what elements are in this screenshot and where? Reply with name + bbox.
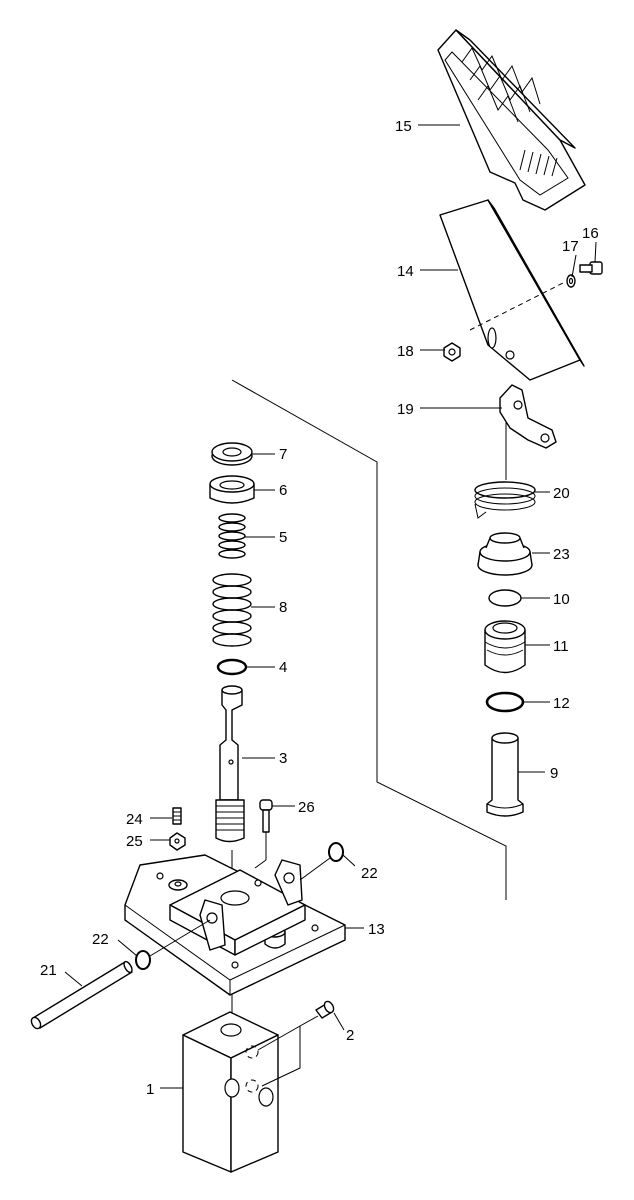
part-19-cam-link <box>499 384 557 449</box>
part-23-boot <box>477 532 533 576</box>
callout-labels: 15 14 17 16 18 19 20 23 10 11 12 9 7 6 5… <box>40 118 599 1098</box>
callout-10: 10 <box>553 591 570 608</box>
callout-8: 8 <box>279 599 287 616</box>
part-15-pedal-pad <box>437 29 586 211</box>
part-22-retaining-ring-left <box>135 950 151 970</box>
part-14-pedal-arm <box>439 199 585 381</box>
callout-9: 9 <box>550 765 558 782</box>
part-18-nut <box>443 342 461 362</box>
callout-19: 19 <box>397 401 414 418</box>
assembly-guide-line <box>231 379 507 900</box>
part-10-o-ring <box>488 589 522 607</box>
part-20-return-spring <box>474 481 536 519</box>
callout-24: 24 <box>126 811 143 828</box>
callout-7: 7 <box>279 446 287 463</box>
callout-5: 5 <box>279 529 287 546</box>
callout-26: 26 <box>298 799 315 816</box>
callout-20: 20 <box>553 485 570 502</box>
callout-14: 14 <box>397 263 414 280</box>
part-17-washer <box>566 274 576 288</box>
plug-dashed-path <box>261 1015 319 1087</box>
callout-3: 3 <box>279 750 287 767</box>
callout-25: 25 <box>126 833 143 850</box>
part-11-guide-bushing <box>484 620 526 674</box>
callout-21: 21 <box>40 962 57 979</box>
part-25-lock-nut <box>169 832 186 851</box>
callout-22-right: 22 <box>361 865 378 882</box>
part-7-washer <box>211 442 253 466</box>
callout-11: 11 <box>553 638 569 655</box>
part-21-pivot-pin <box>30 960 133 1030</box>
callout-4: 4 <box>279 659 287 676</box>
callout-13: 13 <box>368 921 385 938</box>
part-8-outer-spring <box>212 573 252 647</box>
callout-16: 16 <box>582 225 599 242</box>
leader-lines <box>64 124 597 1089</box>
pin-axis-line-right <box>299 857 331 881</box>
callout-12: 12 <box>553 695 570 712</box>
callout-22-left: 22 <box>92 931 109 948</box>
callout-23: 23 <box>553 546 570 563</box>
part-13-base-plate <box>124 854 346 996</box>
part-2-plug <box>315 1000 335 1019</box>
part-16-bolt <box>579 261 603 275</box>
part-24-set-screw <box>172 807 182 825</box>
callout-15: 15 <box>395 118 412 135</box>
part-4-ring <box>216 658 248 676</box>
part-22-retaining-ring-right <box>328 842 344 862</box>
part-12-o-ring <box>485 691 525 713</box>
callout-6: 6 <box>279 482 287 499</box>
part-26-cap-screw <box>254 799 273 869</box>
part-5-inner-spring <box>218 513 246 559</box>
part-3-push-rod <box>215 685 245 843</box>
pin-axis-line-left <box>149 919 211 957</box>
part-1-valve-body <box>182 1011 279 1173</box>
callout-2: 2 <box>346 1027 354 1044</box>
part-9-plunger <box>486 732 524 817</box>
part-6-spring-seat <box>209 475 255 504</box>
callout-18: 18 <box>397 343 414 360</box>
callout-1: 1 <box>146 1081 154 1098</box>
callout-17: 17 <box>562 238 579 255</box>
plug-dashed-path-2 <box>257 1025 301 1051</box>
